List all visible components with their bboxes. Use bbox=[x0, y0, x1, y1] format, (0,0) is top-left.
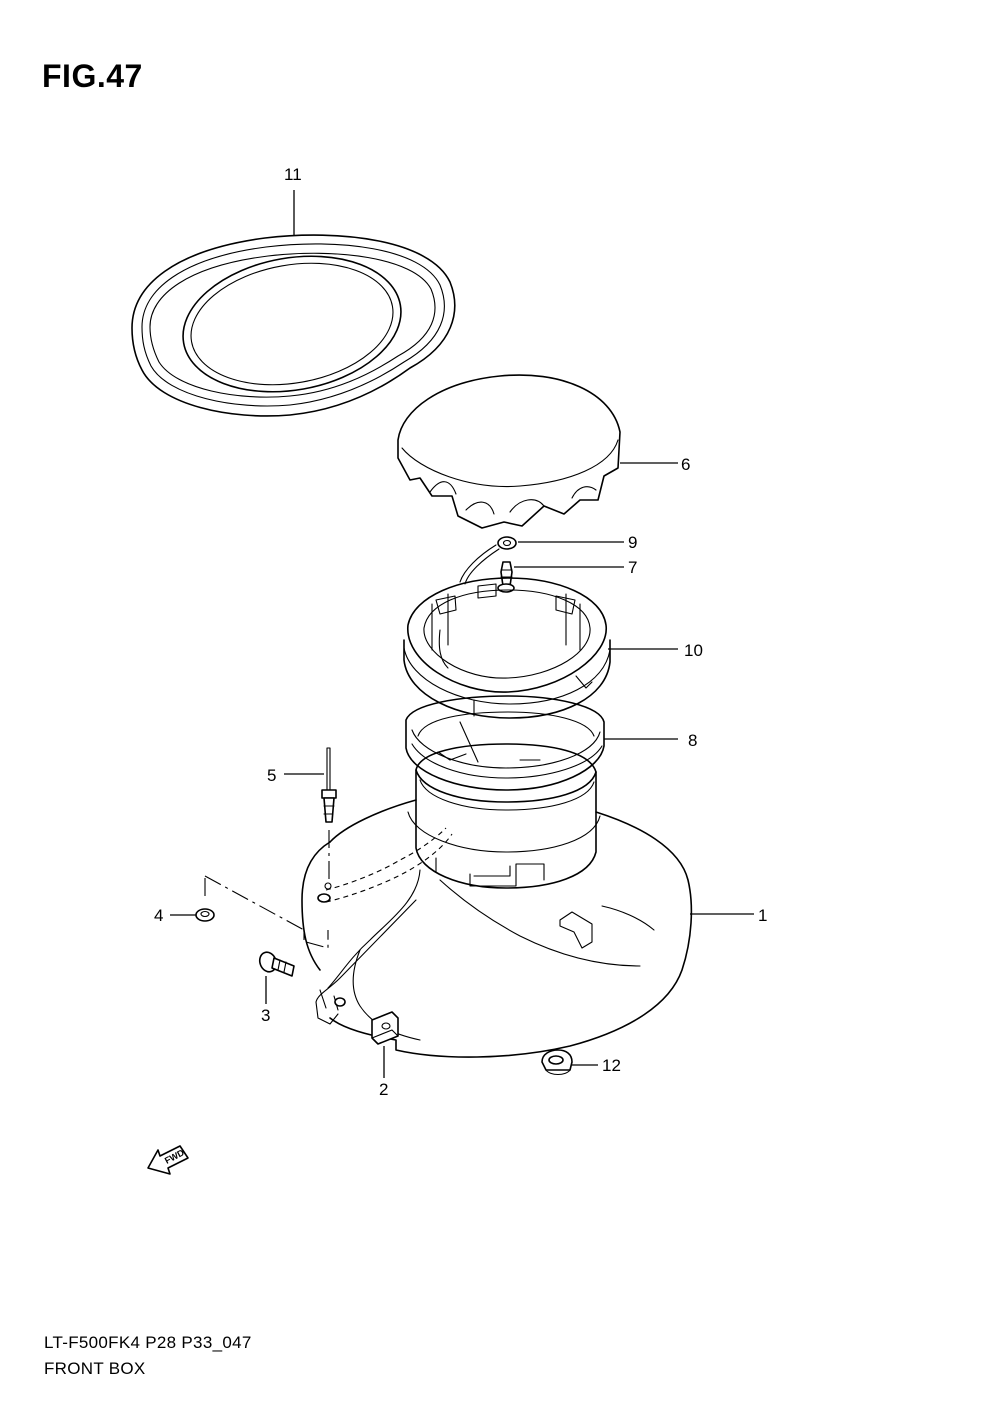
fwd-arrow-icon: FWD bbox=[147, 1145, 189, 1175]
part-8-band bbox=[405, 695, 605, 791]
leader-lines bbox=[170, 190, 754, 1078]
callout-11: 11 bbox=[284, 165, 302, 184]
model-code-label: LT-F500FK4 P28 P33_047 bbox=[44, 1333, 252, 1352]
part-4-washer bbox=[195, 875, 329, 949]
callout-12: 12 bbox=[602, 1056, 621, 1075]
callout-4: 4 bbox=[154, 906, 163, 925]
part-9-clip bbox=[459, 536, 517, 585]
part-10-ring bbox=[403, 577, 611, 719]
part-6-cap bbox=[397, 374, 621, 529]
callout-9: 9 bbox=[628, 533, 637, 552]
callout-numbers: 11 6 9 7 10 8 5 4 1 3 2 12 bbox=[154, 165, 767, 1099]
figure-title: FIG.47 bbox=[42, 58, 143, 94]
callout-1: 1 bbox=[758, 906, 767, 925]
callout-6: 6 bbox=[681, 455, 690, 474]
section-name-label: FRONT BOX bbox=[44, 1359, 146, 1378]
part-12-grommet bbox=[541, 1049, 573, 1076]
callout-5: 5 bbox=[267, 766, 276, 785]
part-11-gasket bbox=[131, 234, 456, 417]
part-3-screw bbox=[258, 951, 295, 977]
part-2-clip-nut bbox=[371, 1011, 399, 1045]
part-1-front-box bbox=[301, 743, 693, 1058]
callout-7: 7 bbox=[628, 558, 637, 577]
part-5-rivet bbox=[321, 747, 337, 880]
part-7-pin bbox=[497, 561, 515, 593]
callout-10: 10 bbox=[684, 641, 703, 660]
callout-2: 2 bbox=[379, 1080, 388, 1099]
callout-8: 8 bbox=[688, 731, 697, 750]
callout-3: 3 bbox=[261, 1006, 270, 1025]
